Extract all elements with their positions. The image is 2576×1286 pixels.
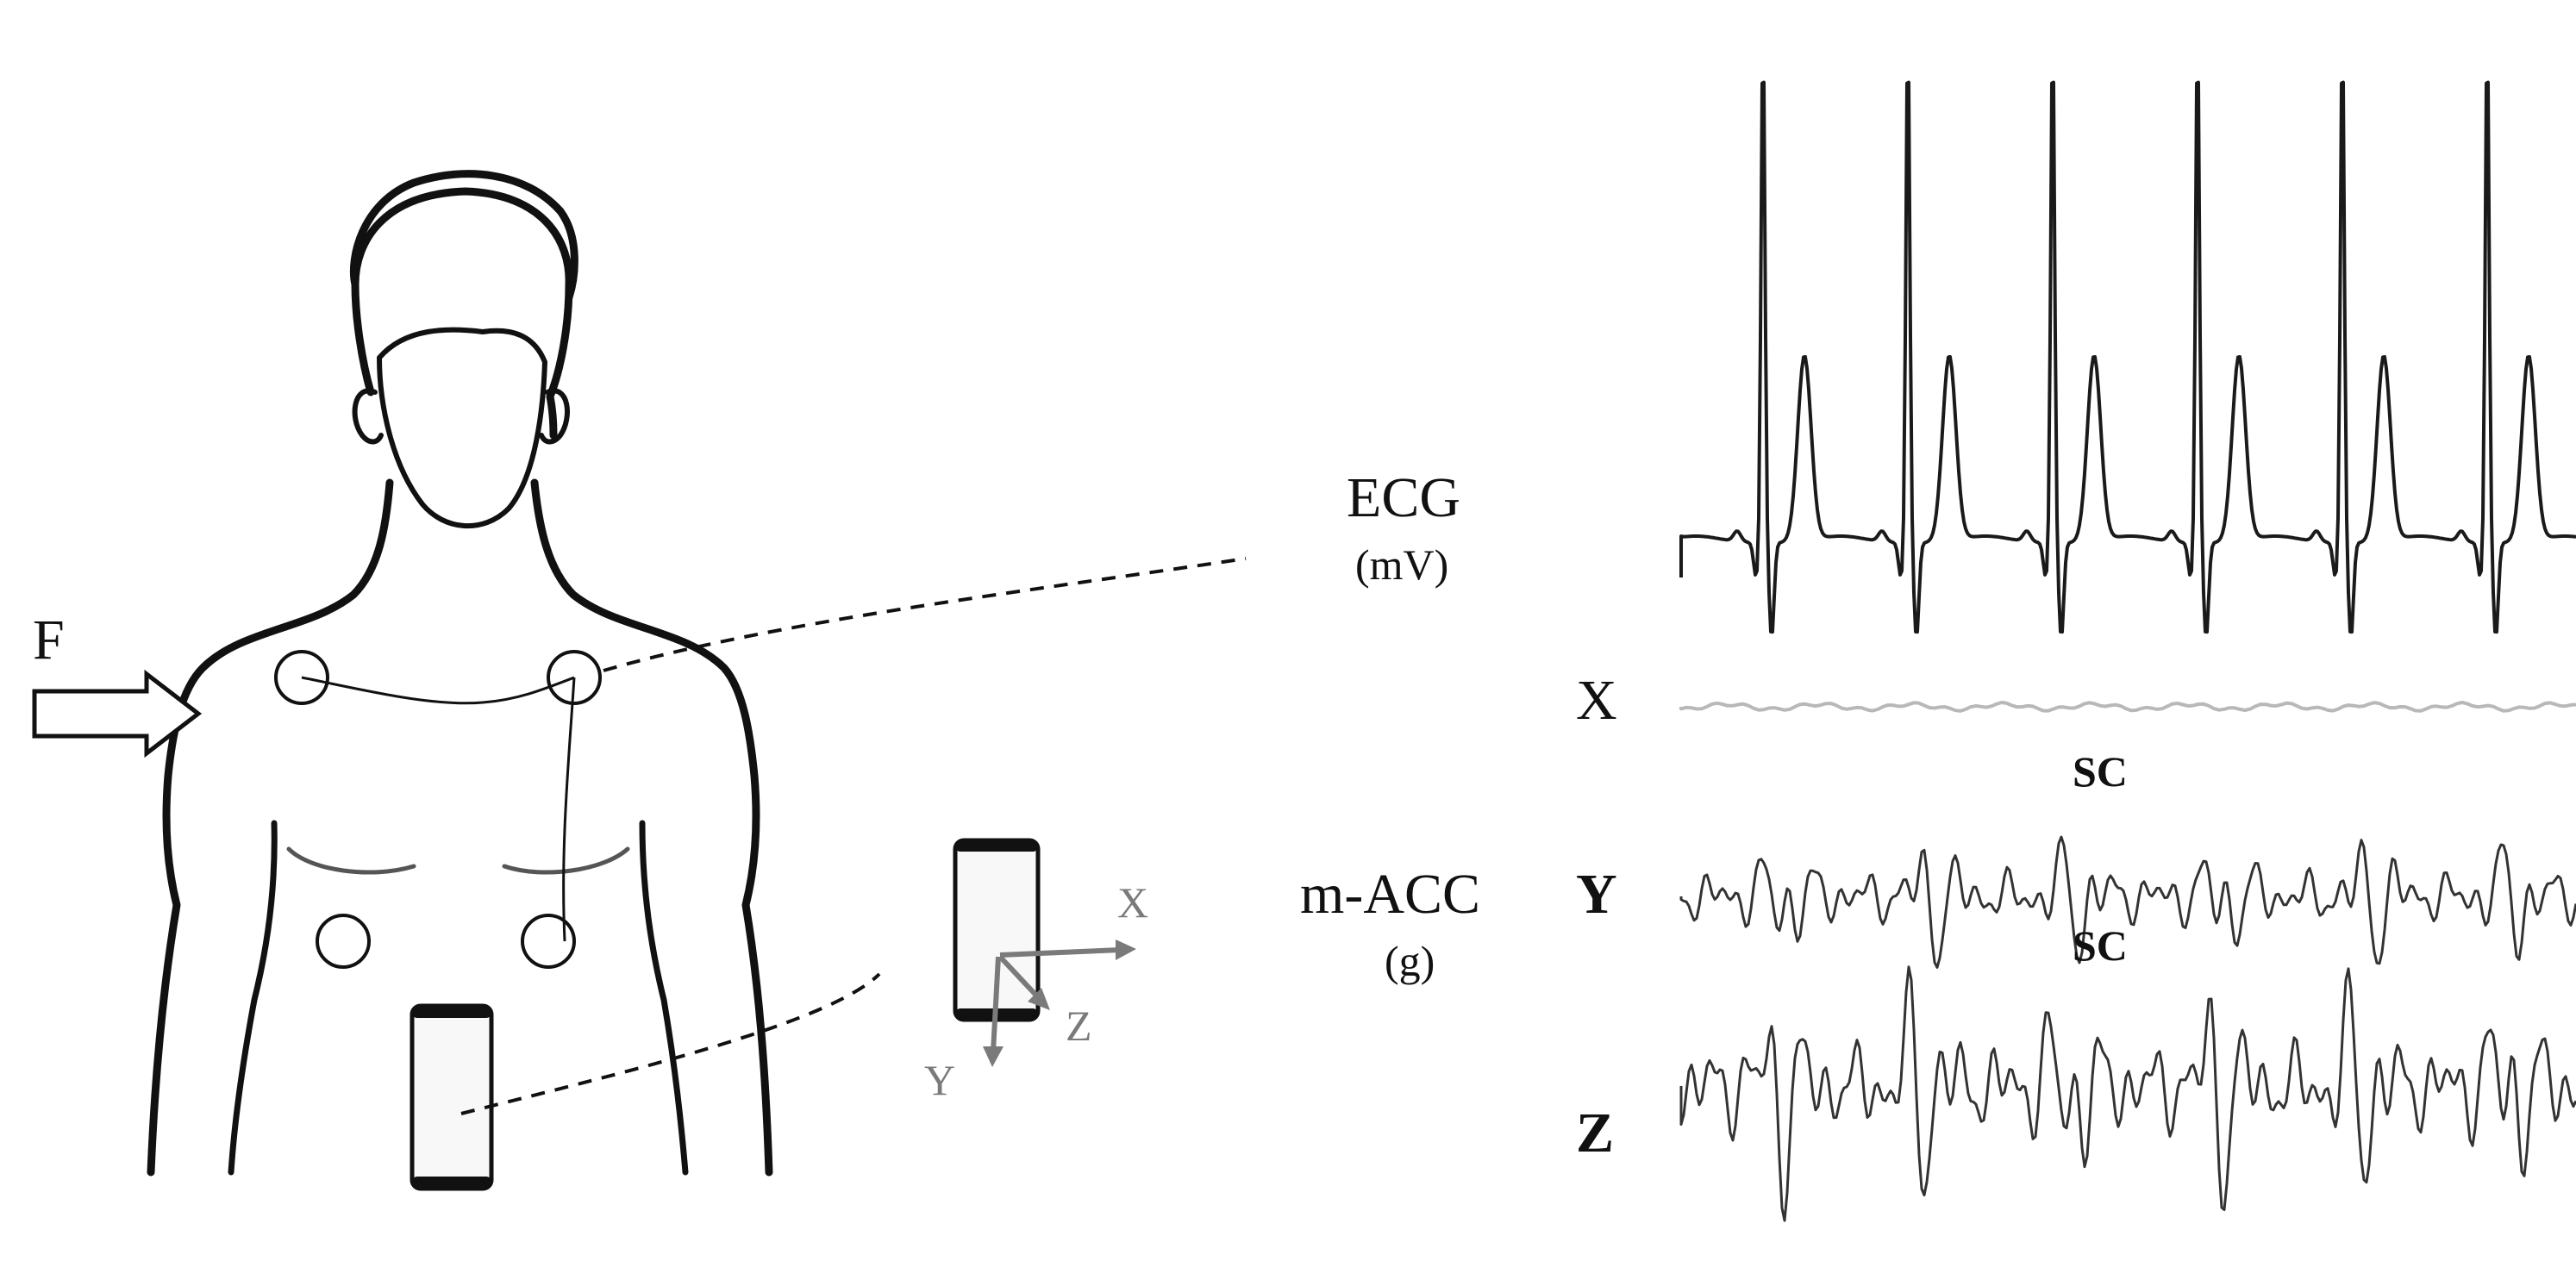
head-outline	[351, 187, 573, 440]
ecg-unit: (mV)	[1355, 540, 1449, 589]
left-neck-shoulder	[147, 478, 394, 1177]
sc-label-lower: SC	[2073, 921, 2128, 970]
z-axis-trace	[1679, 965, 2576, 1222]
smartphone-icon	[410, 1003, 494, 1191]
ecg-connector	[603, 557, 1247, 672]
left-inner-arm	[228, 820, 278, 1176]
axis-x-label: X	[1576, 669, 1617, 732]
sc-label-upper: SC	[2073, 747, 2128, 796]
y-axis-trace	[1679, 835, 2576, 969]
force-label: F	[33, 609, 65, 671]
coordinate-axes-icon	[983, 940, 1136, 1067]
hair-outline	[349, 170, 578, 302]
axis-y-label: Y	[1576, 863, 1617, 926]
electrode-icon	[521, 914, 576, 969]
signal-traces	[1679, 80, 2576, 1222]
x-axis-trace	[1679, 701, 2576, 713]
face-outline	[377, 327, 547, 528]
right-neck-shoulder	[530, 478, 773, 1177]
phone-connector	[460, 972, 881, 1115]
electrode-icon	[274, 650, 329, 705]
electrode-icon	[316, 914, 371, 969]
electrodes	[274, 650, 602, 969]
right-ear	[539, 388, 570, 445]
acc-title: m-ACC	[1300, 863, 1481, 926]
ecg-trace	[1679, 80, 2576, 634]
right-pectoral	[502, 846, 630, 875]
phone-axis-z-label: Z	[1066, 1002, 1092, 1050]
lead-wire-upper	[301, 676, 575, 705]
right-inner-arm	[639, 820, 689, 1176]
left-ear	[352, 388, 384, 445]
electrode-icon	[547, 650, 602, 705]
ecg-title: ECG	[1347, 466, 1460, 529]
acc-unit: (g)	[1385, 937, 1435, 985]
phone-axis-y-label: Y	[924, 1056, 956, 1104]
phone-axis-x-label: X	[1117, 878, 1149, 927]
left-pectoral	[286, 846, 416, 875]
arrow-icon	[32, 669, 203, 758]
lead-wire-vertical	[562, 677, 576, 942]
axis-z-label: Z	[1576, 1102, 1615, 1164]
